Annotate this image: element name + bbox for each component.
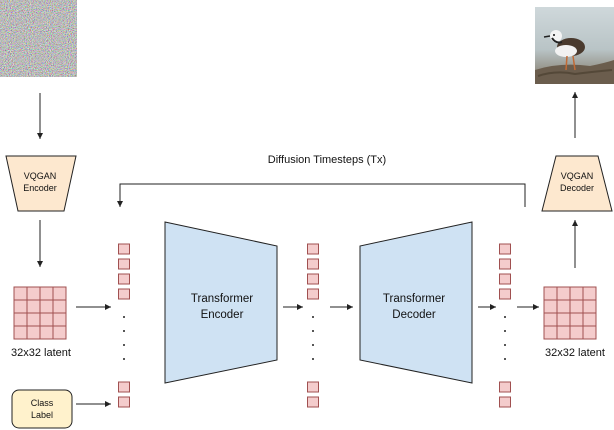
token	[307, 381, 319, 393]
token	[118, 258, 130, 270]
latent-cell	[13, 325, 28, 340]
latent-cell	[13, 312, 28, 327]
latent-cell	[569, 325, 584, 340]
latent-cell	[13, 286, 28, 301]
class-label-line1: Class	[31, 398, 54, 408]
token-column-input	[118, 243, 130, 408]
latent-cell	[582, 299, 597, 314]
latent-cell	[26, 312, 41, 327]
latent-cell	[39, 325, 54, 340]
token	[307, 288, 319, 300]
vqgan-encoder: VQGAN Encoder	[5, 155, 77, 212]
ellipsis-dot	[123, 316, 125, 318]
latent-cell	[52, 299, 67, 314]
latent-cell	[543, 286, 558, 301]
token	[118, 243, 130, 255]
token	[118, 381, 130, 393]
transformer-decoder-line1: Transformer	[383, 293, 445, 305]
token	[307, 258, 319, 270]
ellipsis-dot	[504, 358, 506, 360]
latent-cell	[543, 325, 558, 340]
latent-cell	[556, 312, 571, 327]
ellipsis-dot	[312, 316, 314, 318]
ellipsis-dot	[123, 330, 125, 332]
vqgan-decoder-line1: VQGAN	[561, 171, 594, 181]
latent-cell	[39, 286, 54, 301]
token	[307, 273, 319, 285]
vqgan-decoder-line2: Decoder	[560, 183, 594, 193]
latent-cell	[39, 299, 54, 314]
latent-cell	[569, 286, 584, 301]
noise-input-image	[0, 0, 77, 77]
token	[118, 273, 130, 285]
latent-cell	[26, 299, 41, 314]
ellipsis-dot	[504, 330, 506, 332]
latent-cell	[556, 299, 571, 314]
token-column-middle	[307, 243, 319, 408]
transformer-encoder: Transformer Encoder	[164, 221, 278, 384]
latent-cell	[26, 286, 41, 301]
latent-cell	[556, 325, 571, 340]
latent-grid-input	[13, 286, 67, 340]
transformer-encoder-line2: Encoder	[201, 309, 244, 321]
transformer-decoder-line2: Decoder	[392, 309, 436, 321]
vqgan-encoder-line2: Encoder	[23, 183, 57, 193]
ellipsis-dot	[123, 344, 125, 346]
latent-grid-output	[543, 286, 597, 340]
token	[499, 396, 511, 408]
token	[499, 273, 511, 285]
token	[499, 258, 511, 270]
token	[307, 243, 319, 255]
latent-cell	[52, 325, 67, 340]
token	[499, 243, 511, 255]
token	[118, 396, 130, 408]
latent-cell	[569, 299, 584, 314]
latent-cell	[52, 312, 67, 327]
class-label-box: Class Label	[11, 389, 73, 429]
diffusion-timesteps-label: Diffusion Timesteps (Tx)	[268, 154, 386, 166]
latent-cell	[543, 299, 558, 314]
latent-input-label: 32x32 latent	[11, 347, 71, 359]
ellipsis-dot	[504, 344, 506, 346]
latent-cell	[582, 312, 597, 327]
token	[118, 288, 130, 300]
latent-output-label: 32x32 latent	[545, 347, 605, 359]
transformer-decoder: Transformer Decoder	[359, 221, 473, 384]
latent-cell	[39, 312, 54, 327]
ellipsis-dot	[504, 316, 506, 318]
latent-cell	[26, 325, 41, 340]
ellipsis-dot	[123, 358, 125, 360]
latent-cell	[582, 286, 597, 301]
bird-output-image	[535, 7, 614, 84]
diffusion-timesteps-loop: Diffusion Timesteps (Tx)	[117, 154, 526, 207]
latent-cell	[556, 286, 571, 301]
token-column-output	[499, 243, 511, 408]
vqgan-decoder: VQGAN Decoder	[541, 155, 613, 212]
token	[307, 396, 319, 408]
vqgan-encoder-line1: VQGAN	[24, 171, 57, 181]
latent-cell	[582, 325, 597, 340]
class-label-line2: Label	[31, 410, 53, 420]
transformer-encoder-line1: Transformer	[191, 293, 253, 305]
latent-cell	[13, 299, 28, 314]
token	[499, 288, 511, 300]
ellipsis-dot	[312, 344, 314, 346]
latent-cell	[569, 312, 584, 327]
latent-cell	[543, 312, 558, 327]
ellipsis-dot	[312, 330, 314, 332]
ellipsis-dot	[312, 358, 314, 360]
token	[499, 381, 511, 393]
latent-cell	[52, 286, 67, 301]
